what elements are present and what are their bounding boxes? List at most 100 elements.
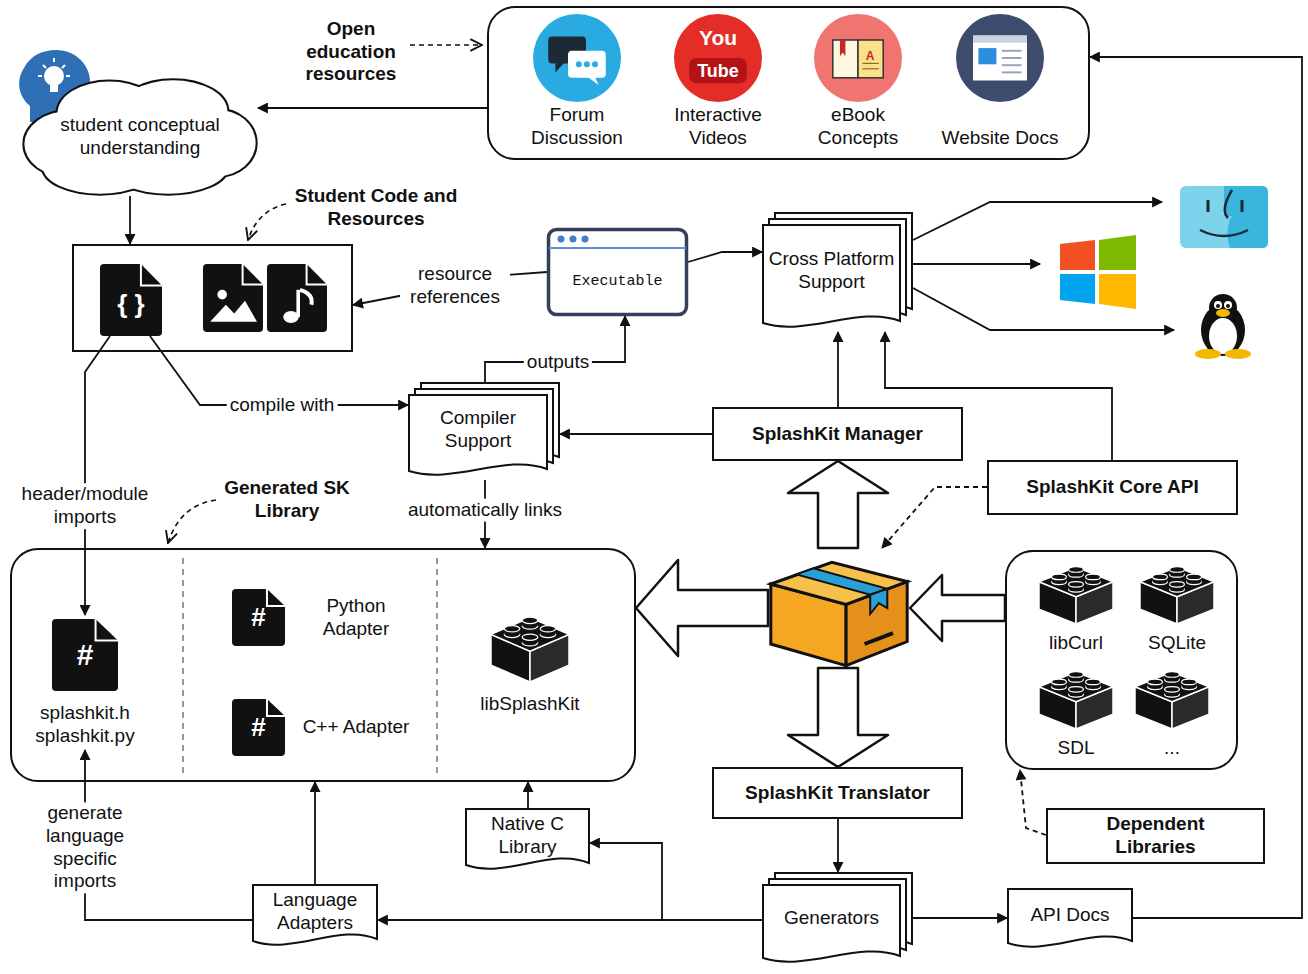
code-file-icon: { } [100,264,162,336]
lego-stud [1165,687,1180,693]
package-tape [870,589,887,614]
chat-bubble [555,63,564,73]
node-label: SDL [1058,737,1095,760]
text-slot: Website Docs [942,127,1059,150]
adapter-file: # C++ Adapter [225,695,425,760]
lego-stud [1165,672,1180,678]
art-part [1195,349,1221,359]
file-icon [203,264,263,332]
text-slot: Interactive Videos [653,104,783,150]
file-fold [141,264,162,286]
icon-text: A [866,50,875,62]
icon-text: You [699,27,737,48]
art-part [1225,190,1232,218]
file-icon [232,699,285,756]
file-icon [232,589,285,646]
resource-item: Website Docs [935,12,1065,154]
file-icon [267,264,327,332]
website-icon [956,14,1044,102]
node-label: Language Adapters [258,889,372,935]
edge-label-slot: outputs [524,351,592,374]
lego-stud [1052,679,1067,685]
node-label: # [251,602,265,633]
text-slot: SplashKit Manager [752,423,923,446]
block-arrow [788,668,888,767]
file-icon [52,619,118,691]
windows-icon [1060,235,1136,309]
lego-icon [1039,672,1113,729]
chat-dot [592,61,598,67]
node-label: Website Docs [942,127,1059,150]
lego-stud [1052,574,1067,580]
icon-disc [956,14,1044,102]
text-slot: SplashKit Translator [745,782,930,805]
art-part [913,263,1040,265]
node-label: splashkit.h splashkit.py [16,702,154,748]
image-icon [203,264,263,332]
library-block: SDL [1028,665,1124,760]
block-arrow [910,575,1005,641]
document-outline [253,885,377,945]
node-label: API Docs [1030,904,1109,927]
forum-icon [533,14,621,102]
book-line [863,68,879,69]
art-part [50,85,58,92]
callout-heading: Open education resources [292,18,410,86]
outline [763,213,912,327]
chat-bubble [588,77,599,85]
header-file: # splashkit.h splashkit.py [14,615,156,750]
edge-label: header/module imports [10,483,160,529]
icon-text-slot: You [699,27,737,48]
art-part [44,66,64,86]
art-part [410,44,482,46]
text-slot: Python Adapter [301,585,411,650]
web-line [1002,50,1022,52]
node-label: # [77,637,94,673]
lego-top [1039,672,1113,702]
dashed-arrow [882,487,987,548]
document-outline [466,809,589,869]
node-label: C++ Adapter [303,716,410,739]
resource-panel: Forum DiscussionInteractive VideoseBook … [487,6,1090,160]
text-slot: splashkit.h splashkit.py [16,702,154,748]
linux-icon [1195,294,1251,359]
lego-top [1140,567,1214,597]
doc-stack: Generators [762,872,913,967]
node-label: Native C Library [471,813,584,859]
file-fold [267,589,285,606]
lego-stud [1182,679,1197,685]
file-fold [307,264,327,284]
file-icon [232,589,285,646]
edge-label-slot: compile with [227,394,338,417]
text-slot: libSplashKit [480,693,579,716]
edge-label-slot: generate language specific imports [35,802,135,893]
connector-arrow [129,196,131,244]
library-panel: # splashkit.h splashkit.py # Python Adapter… [10,548,636,782]
file-fold [267,699,285,716]
adapter-file: # Python Adapter [225,585,425,650]
text-slot: Forum Discussion [517,104,637,150]
process-box: SplashKit Core API [987,460,1238,515]
lego-stud [1086,574,1101,580]
art-part [1060,274,1095,304]
web-line [1002,71,1022,73]
node-label: Cross Platform Support [768,248,895,294]
node-label: SQLite [1148,632,1206,655]
web-line [1002,64,1022,66]
outline [24,80,255,193]
connector-arrow [837,819,839,872]
file-fold [243,264,263,284]
art-part [248,204,286,240]
icon-text-slot: A [866,50,875,62]
text-slot: SDL [1058,737,1095,760]
text-slot: API Docs [1030,904,1109,927]
art-part [1224,301,1232,309]
outline [763,873,912,962]
library-block: SQLite [1129,560,1225,655]
art-part [1099,235,1136,270]
text-slot: # [232,589,285,646]
lego-stud [1187,574,1202,580]
lego-top [1135,672,1209,702]
text-slot: # [232,699,285,756]
edge-label-slot: header/module imports [10,483,160,529]
